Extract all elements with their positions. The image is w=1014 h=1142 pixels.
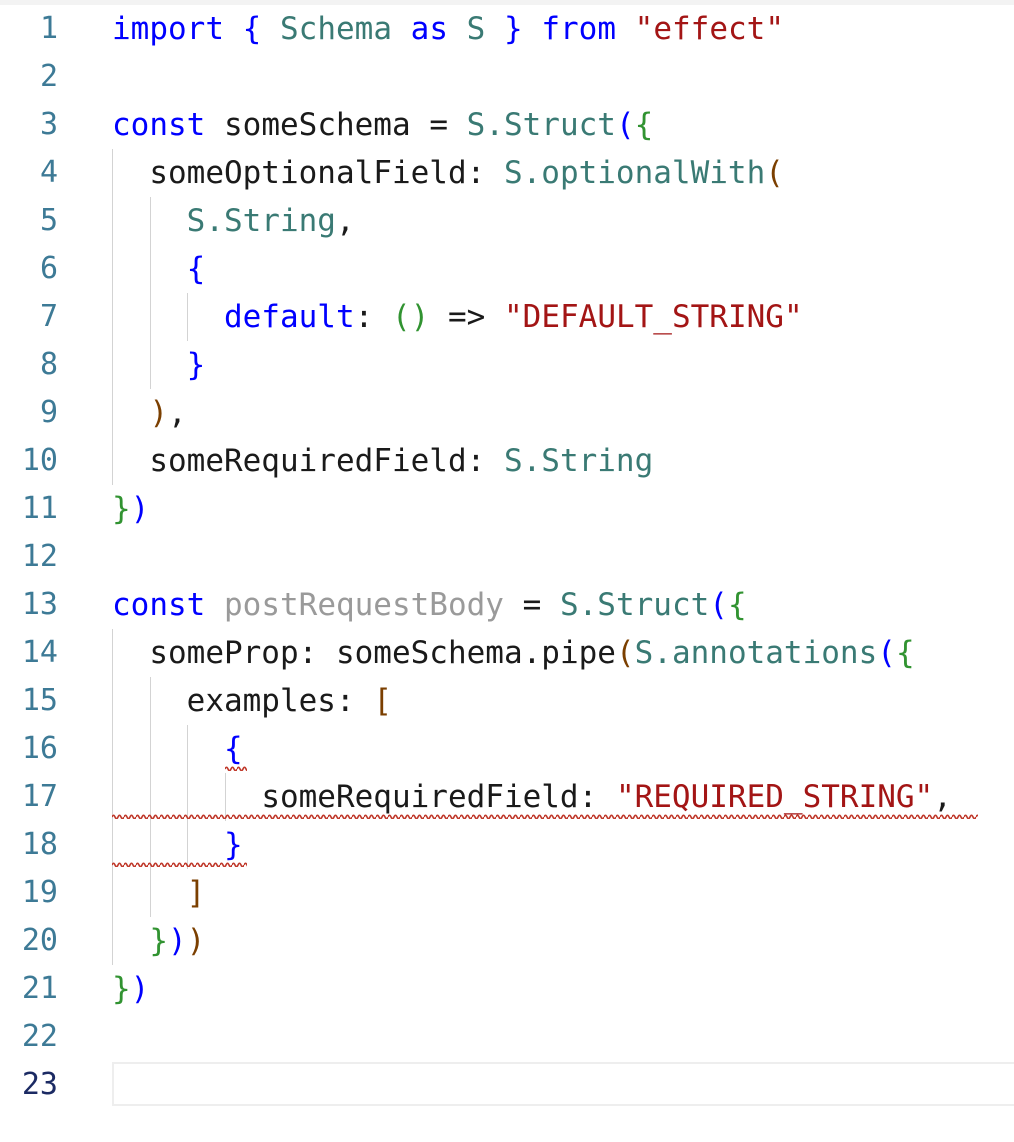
indent-guide [150,869,151,917]
editor-line-row[interactable]: 9 ), [0,389,1014,437]
line-content[interactable]: ] [186,875,206,911]
editor-line-row[interactable]: 6 { [0,245,1014,293]
line-content[interactable]: } [186,347,206,383]
indent-guide [112,629,113,677]
editor-line-row[interactable]: 13 const postRequestBody = S.Struct({ [0,581,1014,629]
line-number: 7 [39,299,58,334]
indent-guide [112,149,113,197]
indent-guide [112,245,113,293]
error-squiggle [225,765,247,771]
indent-guide [150,677,151,725]
indent-guide [112,869,113,917]
current-line-highlight [112,1062,1014,1106]
line-content[interactable]: })) [149,923,206,959]
indent-guide [150,245,151,293]
line-number: 2 [39,59,58,94]
line-number: 1 [39,11,58,46]
line-number: 22 [21,1019,58,1054]
editor-lines: 1 import { Schema as S } from "effect" 2… [0,5,1014,1109]
editor-line-row[interactable]: 17 someRequiredField: "REQUIRED_STRING", [0,773,1014,821]
line-number: 9 [39,395,58,430]
editor-line-row[interactable]: 8 } [0,341,1014,389]
line-number: 6 [39,251,58,286]
editor-line-row[interactable]: 2 [0,53,1014,101]
line-number: 11 [21,491,58,526]
indent-guide [112,389,113,437]
editor-line-row-active[interactable]: 23 [0,1061,1014,1109]
line-number: 16 [21,731,58,766]
line-content[interactable]: ), [149,395,187,431]
line-number: 19 [21,875,58,910]
line-number: 10 [21,443,58,478]
editor-line-row[interactable]: 22 [0,1013,1014,1061]
line-number: 21 [21,971,58,1006]
line-content[interactable]: default: () => "DEFAULT_STRING" [223,299,803,335]
indent-guide [150,197,151,245]
editor-line-row[interactable]: 3 const someSchema = S.Struct({ [0,101,1014,149]
line-number: 18 [21,827,58,862]
line-number: 8 [39,347,58,382]
indent-guide [187,725,188,773]
indent-guide [112,197,113,245]
line-content[interactable]: examples: [ [186,683,392,719]
editor-line-row[interactable]: 12 [0,533,1014,581]
indent-guide [112,821,113,869]
line-number: 17 [21,779,58,814]
line-content[interactable]: } [223,827,243,863]
line-number: 14 [21,635,58,670]
line-number: 3 [39,107,58,142]
indent-guide [225,773,226,821]
indent-guide [112,725,113,773]
indent-guide [150,773,151,821]
editor-line-row[interactable]: 14 someProp: someSchema.pipe(S.annotatio… [0,629,1014,677]
line-content[interactable]: { [186,251,206,287]
indent-guide [112,437,113,485]
editor-line-row[interactable]: 7 default: () => "DEFAULT_STRING" [0,293,1014,341]
line-content[interactable]: }) [112,971,150,1007]
line-number-active: 23 [21,1067,58,1102]
line-content[interactable]: someProp: someSchema.pipe(S.annotations(… [149,635,915,671]
editor-line-row[interactable]: 11 }) [0,485,1014,533]
error-squiggle [112,813,978,819]
indent-guide [112,773,113,821]
line-content[interactable]: const postRequestBody = S.Struct({ [112,587,747,623]
line-content[interactable]: { [223,731,243,767]
editor-line-row[interactable]: 10 someRequiredField: S.String [0,437,1014,485]
editor-line-row[interactable]: 5 S.String, [0,197,1014,245]
editor-line-row[interactable]: 18 } [0,821,1014,869]
line-content[interactable]: S.String, [186,203,355,239]
error-squiggle [112,861,247,867]
indent-guide [150,341,151,389]
editor-top-band [0,0,1014,5]
line-number: 20 [21,923,58,958]
indent-guide [150,821,151,869]
editor-line-row[interactable]: 21 }) [0,965,1014,1013]
indent-guide [112,677,113,725]
editor-line-row[interactable]: 15 examples: [ [0,677,1014,725]
line-number: 12 [21,539,58,574]
editor-line-row[interactable]: 20 })) [0,917,1014,965]
indent-guide [150,293,151,341]
line-content[interactable]: const someSchema = S.Struct({ [112,107,654,143]
indent-guide [112,341,113,389]
line-number: 5 [39,203,58,238]
editor-line-row[interactable]: 19 ] [0,869,1014,917]
editor-line-row[interactable]: 4 someOptionalField: S.optionalWith( [0,149,1014,197]
indent-guide [187,773,188,821]
line-number: 15 [21,683,58,718]
indent-guide [187,821,188,869]
line-content[interactable]: someOptionalField: S.optionalWith( [149,155,784,191]
line-number: 4 [39,155,58,190]
indent-guide [112,293,113,341]
line-number: 13 [21,587,58,622]
editor-line-row[interactable]: 16 { [0,725,1014,773]
editor-line-row[interactable]: 1 import { Schema as S } from "effect" [0,5,1014,53]
indent-guide [187,293,188,341]
line-content[interactable]: someRequiredField: S.String [149,443,654,479]
indent-guide [112,917,113,965]
line-content[interactable]: import { Schema as S } from "effect" [112,11,784,47]
line-content[interactable]: someRequiredField: "REQUIRED_STRING", [261,779,952,815]
indent-guide [150,725,151,773]
line-content[interactable]: }) [112,491,150,527]
